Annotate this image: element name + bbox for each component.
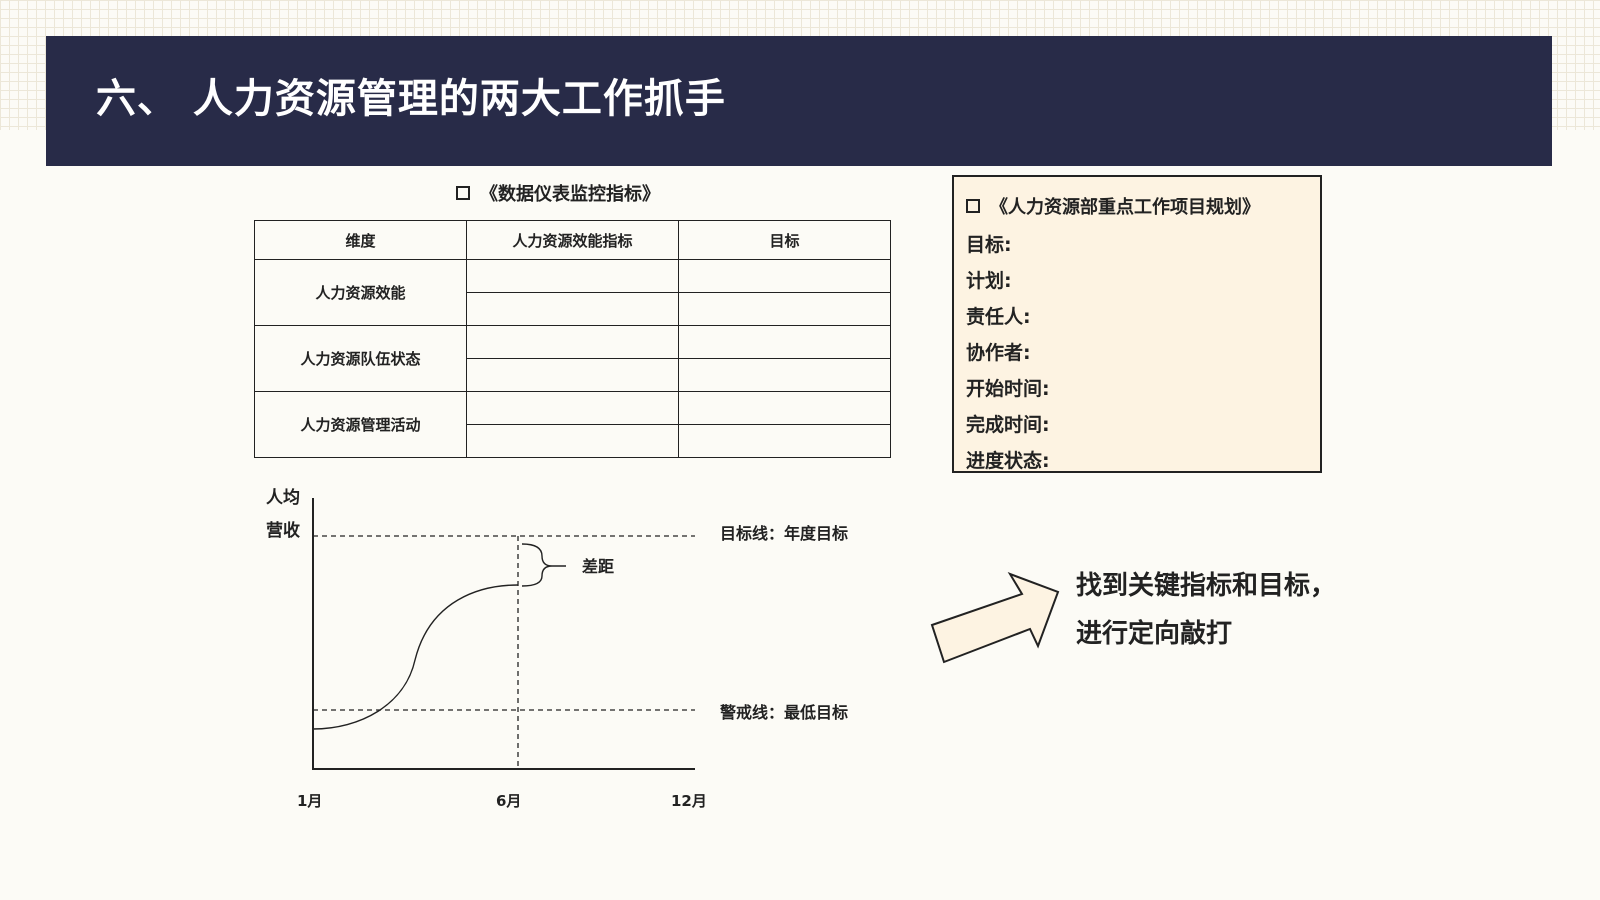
dimension-cell: 人力资源效能 <box>254 259 467 326</box>
dashboard-heading: 《数据仪表监控指标》 <box>456 180 660 206</box>
column-header: 维度 <box>254 220 467 260</box>
table-cell[interactable] <box>678 259 891 293</box>
target-line-label: 目标线：年度目标 <box>720 524 848 543</box>
table-cell[interactable] <box>678 325 891 359</box>
column-header: 人力资源效能指标 <box>466 220 679 260</box>
table-cell[interactable] <box>466 391 679 425</box>
table-cell[interactable] <box>678 391 891 425</box>
page-title: 六、 人力资源管理的两大工作抓手 <box>96 76 726 122</box>
dimension-cell: 人力资源队伍状态 <box>254 325 467 392</box>
table-cell[interactable] <box>678 292 891 326</box>
x-tick-label: 12月 <box>671 792 707 810</box>
checkbox-square-icon <box>966 199 980 213</box>
table-row: 人力资源队伍状态 <box>254 325 891 392</box>
dimension-cell: 人力资源管理活动 <box>254 391 467 458</box>
plan-box: 《人力资源部重点工作项目规划》 目标: 计划: 责任人: 协作者: 开始时间: … <box>952 175 1322 473</box>
table-row: 人力资源效能 <box>254 259 891 326</box>
checkbox-square-icon <box>456 186 470 200</box>
table-cell[interactable] <box>466 325 679 359</box>
column-header: 目标 <box>678 220 891 260</box>
y-axis-label-line2: 营收 <box>266 520 300 541</box>
revenue-curve <box>312 584 519 730</box>
header-banner: 六、 人力资源管理的两大工作抓手 <box>46 36 1552 166</box>
table-cell[interactable] <box>466 292 679 326</box>
table-cell[interactable] <box>678 358 891 392</box>
plan-field: 协作者: <box>966 342 1031 364</box>
arrow-right-icon <box>930 572 1060 664</box>
x-tick-label: 6月 <box>496 792 521 810</box>
plan-field: 完成时间: <box>966 414 1050 436</box>
dashboard-heading-text: 《数据仪表监控指标》 <box>480 184 660 205</box>
table-header-row: 维度 人力资源效能指标 目标 <box>254 220 891 260</box>
plan-heading-text: 《人力资源部重点工作项目规划》 <box>990 197 1260 218</box>
plan-field: 计划: <box>966 270 1012 292</box>
table-cell[interactable] <box>466 424 679 458</box>
table-cell[interactable] <box>466 358 679 392</box>
table-cell[interactable] <box>466 259 679 293</box>
y-axis-label-line1: 人均 <box>266 487 300 508</box>
table-row <box>255 358 891 392</box>
callout-text: 找到关键指标和目标，进行定向敲打 <box>1076 571 1337 649</box>
plan-field: 进度状态: <box>966 450 1050 472</box>
plan-field: 开始时间: <box>966 378 1050 400</box>
plan-heading: 《人力资源部重点工作项目规划》 <box>966 193 1260 219</box>
metrics-table: 维度 人力资源效能指标 目标 人力资源效能 人力资源队伍状态 人力资源管理活动 <box>254 220 891 458</box>
table-row <box>255 424 891 458</box>
gap-brace <box>521 543 566 587</box>
table-row: 人力资源管理活动 <box>254 391 891 458</box>
plan-field: 目标: <box>966 234 1012 256</box>
table-cell[interactable] <box>678 424 891 458</box>
x-tick-label: 1月 <box>297 792 322 810</box>
plan-field-list: 目标: 计划: 责任人: 协作者: 开始时间: 完成时间: 进度状态: <box>966 227 1050 479</box>
warning-line-label: 警戒线：最低目标 <box>719 703 848 722</box>
plan-field: 责任人: <box>966 306 1031 328</box>
gap-label: 差距 <box>582 557 614 576</box>
